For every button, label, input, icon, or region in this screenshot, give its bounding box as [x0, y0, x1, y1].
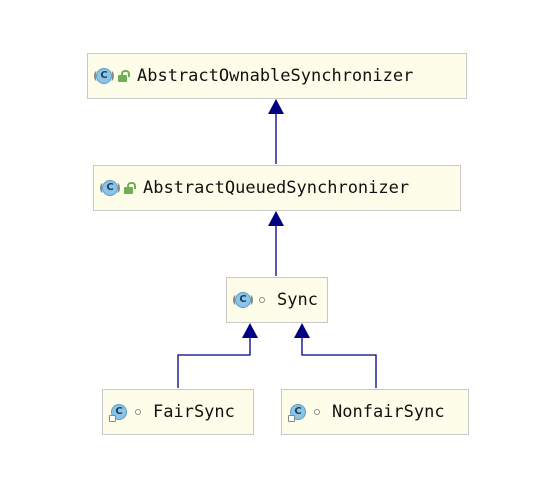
class-name: FairSync	[153, 402, 235, 422]
package-private-dot-icon	[135, 409, 141, 415]
class-name: NonfairSync	[332, 402, 445, 422]
class-name: AbstractOwnableSynchronizer	[137, 66, 414, 86]
public-lock-icon	[117, 70, 130, 82]
class-node-abstract-queued-synchronizer[interactable]: C AbstractQueuedSynchronizer	[93, 165, 461, 211]
class-node-abstract-ownable-synchronizer[interactable]: C AbstractOwnableSynchronizer	[87, 53, 467, 99]
final-class-icon: C	[109, 402, 129, 422]
edge-fair-to-sync	[177, 338, 251, 388]
abstract-class-icon: C	[100, 178, 120, 198]
class-name: Sync	[277, 290, 318, 310]
arrowhead-sync-left	[242, 323, 258, 338]
class-node-sync[interactable]: C Sync	[226, 277, 328, 323]
class-node-fair-sync[interactable]: C FairSync	[102, 389, 254, 435]
arrowhead-aqs	[268, 211, 284, 226]
edge-nonfair-to-sync	[301, 338, 377, 388]
class-name: AbstractQueuedSynchronizer	[143, 178, 410, 198]
arrowhead-sync-right	[294, 323, 310, 338]
class-node-nonfair-sync[interactable]: C NonfairSync	[281, 389, 469, 435]
package-private-dot-icon	[259, 297, 265, 303]
final-class-icon: C	[288, 402, 308, 422]
abstract-class-icon: C	[94, 66, 114, 86]
package-private-dot-icon	[314, 409, 320, 415]
abstract-class-icon: C	[233, 290, 253, 310]
arrowhead-aos	[268, 99, 284, 114]
public-lock-icon	[123, 182, 136, 194]
